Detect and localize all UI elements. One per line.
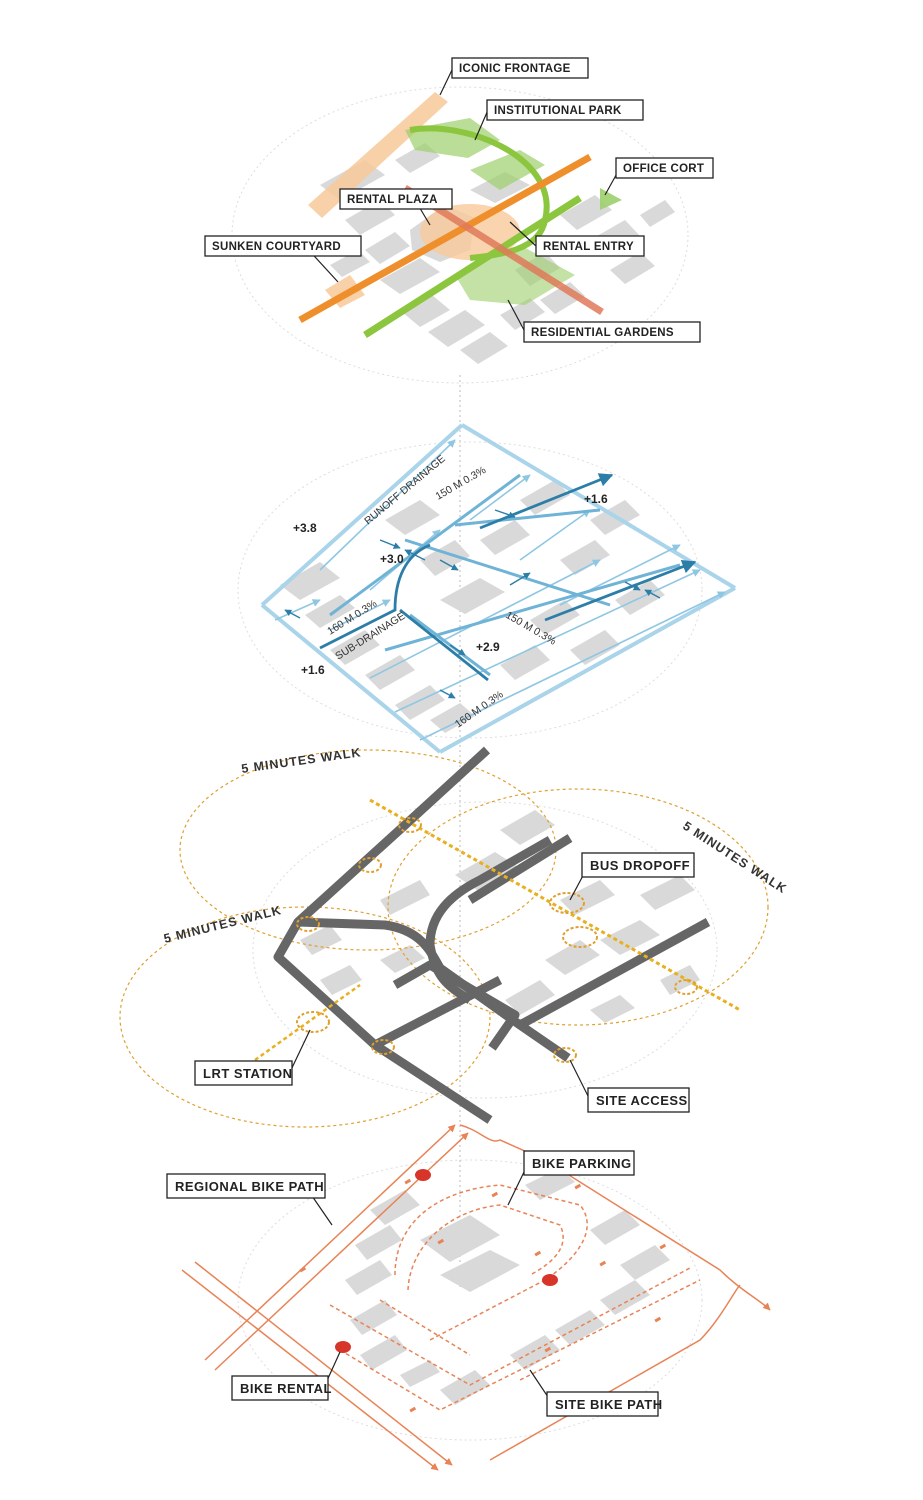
label-site-bike-path: SITE BIKE PATH bbox=[546, 1391, 663, 1417]
svg-text:SITE BIKE PATH: SITE BIKE PATH bbox=[555, 1397, 663, 1412]
elevation-3-8: +3.8 bbox=[293, 521, 317, 535]
office-cort-area bbox=[600, 188, 622, 210]
svg-text:ICONIC FRONTAGE: ICONIC FRONTAGE bbox=[459, 63, 571, 75]
svg-text:SUNKEN COURTYARD: SUNKEN COURTYARD bbox=[212, 241, 341, 253]
elevation-2-9: +2.9 bbox=[476, 640, 500, 654]
svg-text:BIKE RENTAL: BIKE RENTAL bbox=[240, 1381, 332, 1396]
label-rental-plaza: RENTAL PLAZA bbox=[339, 188, 453, 210]
svg-text:RENTAL ENTRY: RENTAL ENTRY bbox=[543, 241, 634, 253]
drainage-boundary-ellipse bbox=[237, 441, 703, 739]
label-lrt-station: LRT STATION bbox=[194, 1060, 293, 1086]
label-iconic-frontage: ICONIC FRONTAGE bbox=[451, 57, 589, 79]
bike-rental-points bbox=[335, 1169, 558, 1353]
label-bus-dropoff: BUS DROPOFF bbox=[581, 852, 695, 878]
walk-ring-3 bbox=[119, 906, 491, 1128]
layer-mobility: 5 MINUTES WALK 5 MINUTES WALK 5 MINUTES … bbox=[119, 745, 789, 1128]
residential-gardens-area bbox=[455, 245, 575, 305]
bike-parking-markers bbox=[299, 1178, 667, 1413]
iconic-frontage-band bbox=[308, 92, 448, 218]
svg-text:INSTITUTIONAL PARK: INSTITUTIONAL PARK bbox=[494, 105, 622, 117]
dim-label-top: 150 M 0.3% bbox=[434, 464, 489, 502]
svg-text:BUS DROPOFF: BUS DROPOFF bbox=[590, 858, 690, 873]
svg-text:REGIONAL BIKE PATH: REGIONAL BIKE PATH bbox=[175, 1179, 324, 1194]
site-bike-path bbox=[329, 1184, 701, 1411]
label-site-access: SITE ACCESS bbox=[587, 1087, 690, 1113]
regional-bike-path bbox=[181, 1124, 771, 1471]
svg-text:OFFICE CORT: OFFICE CORT bbox=[623, 163, 704, 175]
label-bike-parking: BIKE PARKING bbox=[523, 1150, 635, 1176]
svg-text:RENTAL PLAZA: RENTAL PLAZA bbox=[347, 194, 438, 206]
label-sunken-courtyard: SUNKEN COURTYARD bbox=[204, 235, 362, 257]
walk-label-left: 5 MINUTES WALK bbox=[162, 903, 283, 946]
mobility-buildings bbox=[300, 810, 700, 1023]
layer-drainage: RUNOFF DRAINAGE 150 M 0.3% 160 M 0.3% SU… bbox=[237, 423, 737, 754]
site-boundary-ellipse bbox=[231, 86, 689, 384]
bike-boundary-ellipse bbox=[237, 1159, 703, 1441]
orange-axis bbox=[298, 153, 592, 324]
svg-text:LRT STATION: LRT STATION bbox=[203, 1066, 293, 1081]
lrt-line bbox=[254, 983, 361, 1062]
svg-text:RESIDENTIAL GARDENS: RESIDENTIAL GARDENS bbox=[531, 327, 674, 339]
green-axis bbox=[363, 195, 582, 338]
label-institutional-park: INSTITUTIONAL PARK bbox=[486, 99, 644, 121]
walk-ring-2 bbox=[387, 788, 769, 1026]
walk-label-right: 5 MINUTES WALK bbox=[680, 819, 789, 897]
elevation-1-6-right: +1.6 bbox=[584, 492, 608, 506]
label-rental-entry: RENTAL ENTRY bbox=[535, 235, 645, 257]
label-office-cort: OFFICE CORT bbox=[615, 157, 714, 179]
elevation-3-0: +3.0 bbox=[380, 552, 404, 566]
sub-drainage-lines bbox=[319, 473, 697, 682]
layer-bike-network: REGIONAL BIKE PATH BIKE PARKING BIKE REN… bbox=[166, 1124, 771, 1471]
transit-line bbox=[369, 798, 741, 1012]
layer-public-realm: ICONIC FRONTAGE INSTITUTIONAL PARK OFFIC… bbox=[204, 57, 714, 384]
road-network bbox=[273, 746, 711, 1124]
label-residential-gardens: RESIDENTIAL GARDENS bbox=[523, 321, 701, 343]
node-markers bbox=[296, 817, 698, 1063]
label-regional-bike-path: REGIONAL BIKE PATH bbox=[166, 1173, 326, 1199]
walk-label-top: 5 MINUTES WALK bbox=[240, 745, 362, 776]
bike-buildings bbox=[345, 1168, 670, 1405]
elevation-1-6-left: +1.6 bbox=[301, 663, 325, 677]
svg-text:SITE ACCESS: SITE ACCESS bbox=[596, 1093, 688, 1108]
small-drain-arrows bbox=[284, 509, 661, 699]
svg-text:BIKE PARKING: BIKE PARKING bbox=[532, 1156, 632, 1171]
mobility-boundary-ellipse bbox=[252, 801, 718, 1099]
label-bike-rental: BIKE RENTAL bbox=[231, 1375, 332, 1401]
